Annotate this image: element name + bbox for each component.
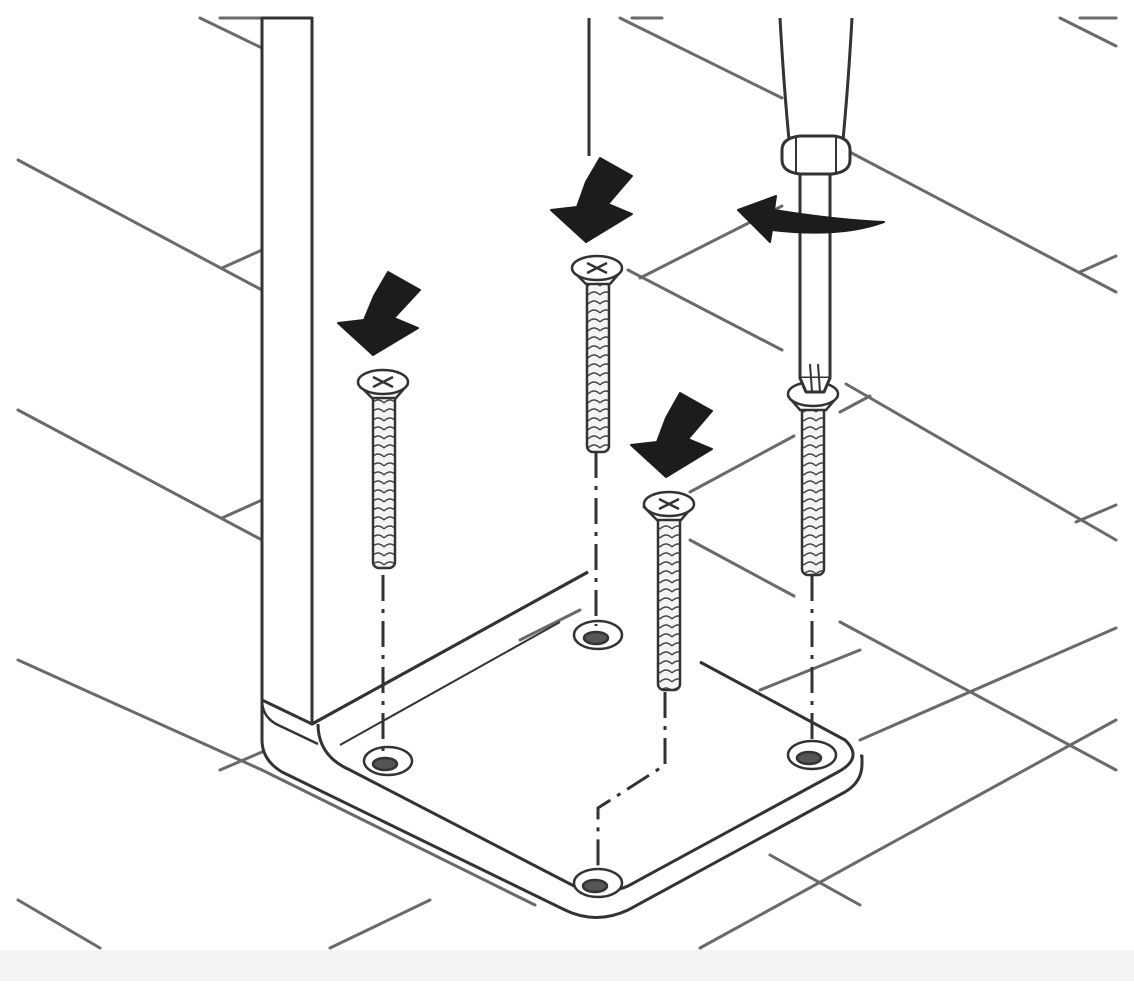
hole-back: [574, 621, 622, 649]
bottom-fade: [0, 950, 1134, 981]
screw-back: [572, 256, 622, 452]
base-plate: [262, 608, 862, 918]
down-arrow-icon: [551, 158, 632, 242]
screwdriver: [780, 18, 852, 392]
screw-left: [358, 370, 408, 568]
hole-front: [574, 869, 622, 897]
down-arrow-icon: [631, 393, 712, 477]
screw-right: [788, 382, 838, 575]
post: [262, 18, 588, 744]
down-arrow-icon: [338, 272, 420, 355]
hole-left: [364, 747, 412, 775]
hole-right: [788, 741, 836, 769]
